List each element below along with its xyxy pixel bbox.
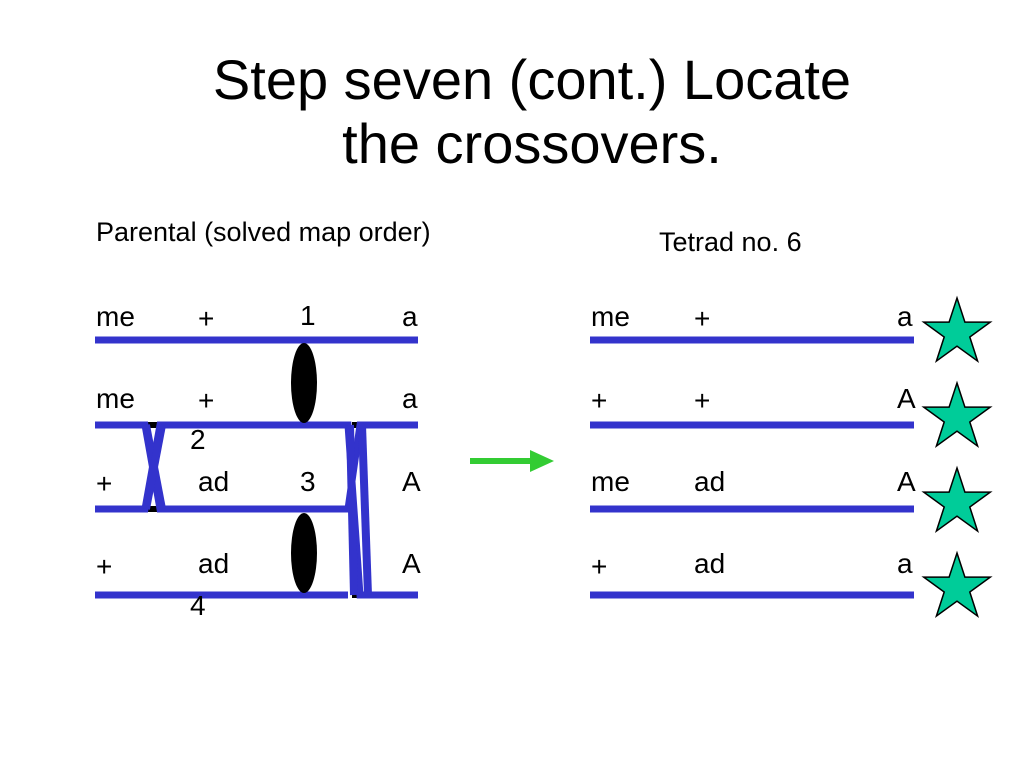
tetrad-row-3-right: A bbox=[897, 466, 916, 497]
parental-row-1-right: a bbox=[402, 301, 418, 332]
star-icon bbox=[921, 550, 993, 619]
title-line-1: Step seven (cont.) Locate bbox=[212, 48, 852, 111]
tetrad-row-4-right: a bbox=[897, 548, 913, 579]
tetrad-row-1-left: me bbox=[591, 301, 630, 332]
tetrad-row-4-mid: ad bbox=[694, 548, 726, 579]
strand-number-4: 4 bbox=[190, 590, 206, 621]
recombinant-stars bbox=[921, 295, 993, 619]
parental-row-1-mid: + bbox=[198, 303, 215, 334]
tetrad-row-4-left: + bbox=[591, 551, 608, 582]
parental-row-4-mid: ad bbox=[198, 548, 230, 579]
star-icon bbox=[921, 295, 993, 364]
tetrad-chromatids bbox=[590, 336, 914, 599]
crossover-1-b bbox=[142, 424, 166, 510]
parental-heading: Parental (solved map order) bbox=[96, 217, 431, 247]
crossover-marks bbox=[142, 424, 372, 596]
parental-row-2-mid: + bbox=[198, 385, 215, 416]
tetrad-row-2-left: + bbox=[591, 385, 608, 416]
tetrad-row-3-mid: ad bbox=[694, 466, 726, 497]
tetrad-row-1-right: a bbox=[897, 301, 913, 332]
parental-row-4-right: A bbox=[402, 548, 421, 579]
star-icon bbox=[921, 380, 993, 449]
parental-chromatids bbox=[95, 336, 418, 599]
strand-number-3: 3 bbox=[300, 466, 316, 497]
centromere-top bbox=[291, 343, 317, 423]
slide-title: Step seven (cont.) Locate the crossovers… bbox=[0, 48, 1024, 176]
tetrad-heading: Tetrad no. 6 bbox=[659, 227, 802, 257]
crossover-2-a bbox=[346, 424, 358, 596]
tetrad-row-3-left: me bbox=[591, 466, 630, 497]
parental-row-3-mid: ad bbox=[198, 466, 230, 497]
crossover-2-b bbox=[358, 424, 372, 596]
parental-chromatid-3 bbox=[95, 421, 418, 599]
strand-number-1: 1 bbox=[300, 300, 316, 331]
tetrad-row-2-right: A bbox=[897, 383, 916, 414]
centromere-bottom bbox=[291, 513, 317, 593]
parental-row-3-left: + bbox=[96, 468, 113, 499]
title-line-2: the crossovers. bbox=[342, 112, 722, 175]
tetrad-row-2-mid: + bbox=[694, 385, 711, 416]
parental-row-2-left: me bbox=[96, 383, 135, 414]
star-icon bbox=[921, 465, 993, 534]
tetrad-row-1-mid: + bbox=[694, 303, 711, 334]
right-arrow-icon bbox=[470, 450, 554, 472]
parental-chromatid-2 bbox=[95, 421, 418, 513]
parental-row-1-left: me bbox=[96, 301, 135, 332]
parental-row-2-right: a bbox=[402, 383, 418, 414]
strand-number-2: 2 bbox=[190, 424, 206, 455]
parental-row-4-left: + bbox=[96, 551, 113, 582]
parental-row-3-right: A bbox=[402, 466, 421, 497]
